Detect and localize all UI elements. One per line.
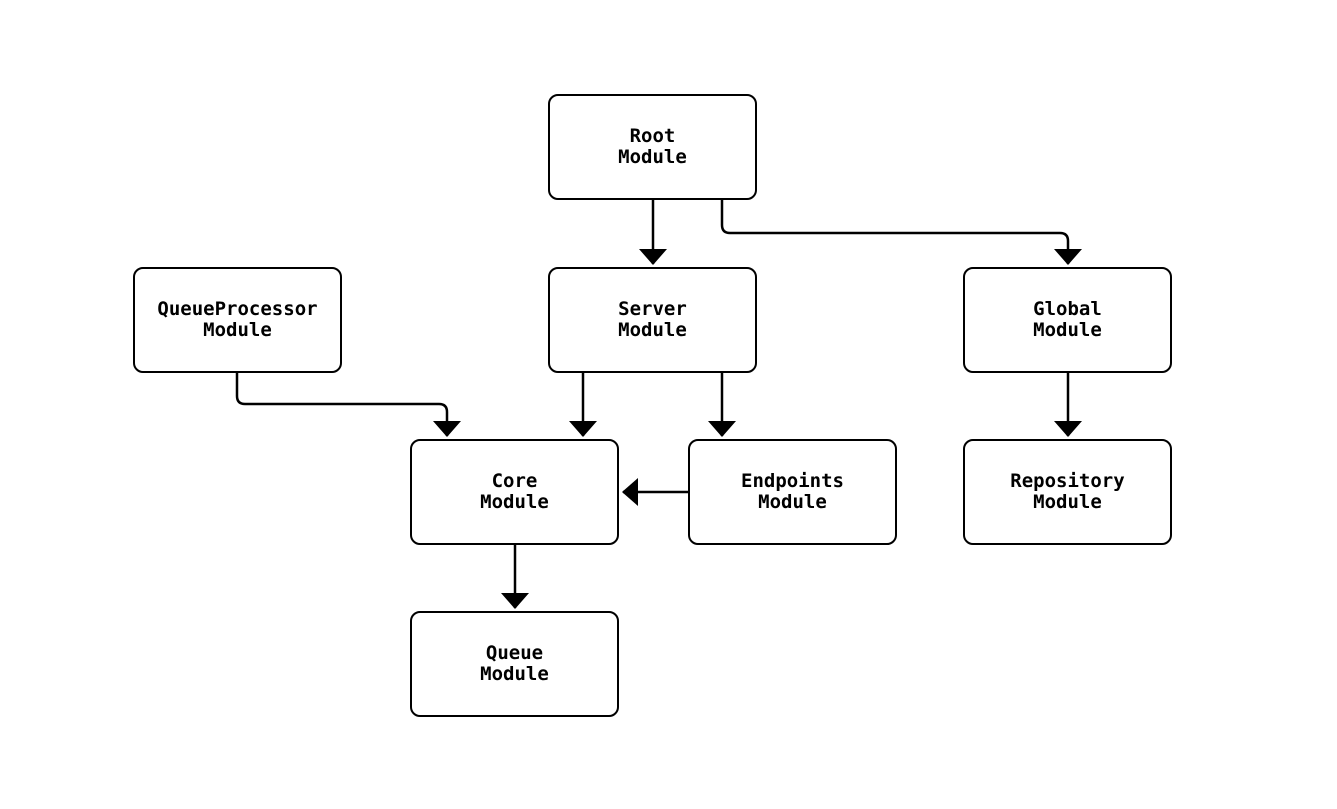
node-label-line1: Repository (1010, 470, 1125, 492)
edge-root-to-global (720, 200, 1082, 265)
node-label-line2: Module (758, 491, 827, 513)
node-label-line1: Core (491, 470, 538, 492)
node-label-line2: Module (203, 319, 272, 341)
node-label-line1: QueueProcessor (157, 298, 318, 320)
node-label-line2: Module (1033, 319, 1102, 341)
node-label-line2: Module (480, 663, 549, 685)
node-server-module: Server Module (548, 267, 757, 373)
node-label-line1: Global (1033, 298, 1102, 320)
node-label-line2: Module (618, 319, 687, 341)
node-label-line2: Module (480, 491, 549, 513)
node-root-module: Root Module (548, 94, 757, 200)
node-repository-module: Repository Module (963, 439, 1172, 545)
node-label-line1: Queue (485, 642, 544, 664)
node-core-module: Core Module (410, 439, 619, 545)
node-global-module: Global Module (963, 267, 1172, 373)
node-label-line1: Endpoints (741, 470, 844, 492)
node-label-line2: Module (618, 146, 687, 168)
node-label-line1: Root (629, 125, 676, 147)
node-endpoints-module: Endpoints Module (688, 439, 897, 545)
node-label-line1: Server (618, 298, 687, 320)
node-queueprocessor-module: QueueProcessor Module (133, 267, 342, 373)
node-queue-module: Queue Module (410, 611, 619, 717)
node-label-line2: Module (1033, 491, 1102, 513)
edge-queueprocessor-to-core (235, 373, 461, 437)
